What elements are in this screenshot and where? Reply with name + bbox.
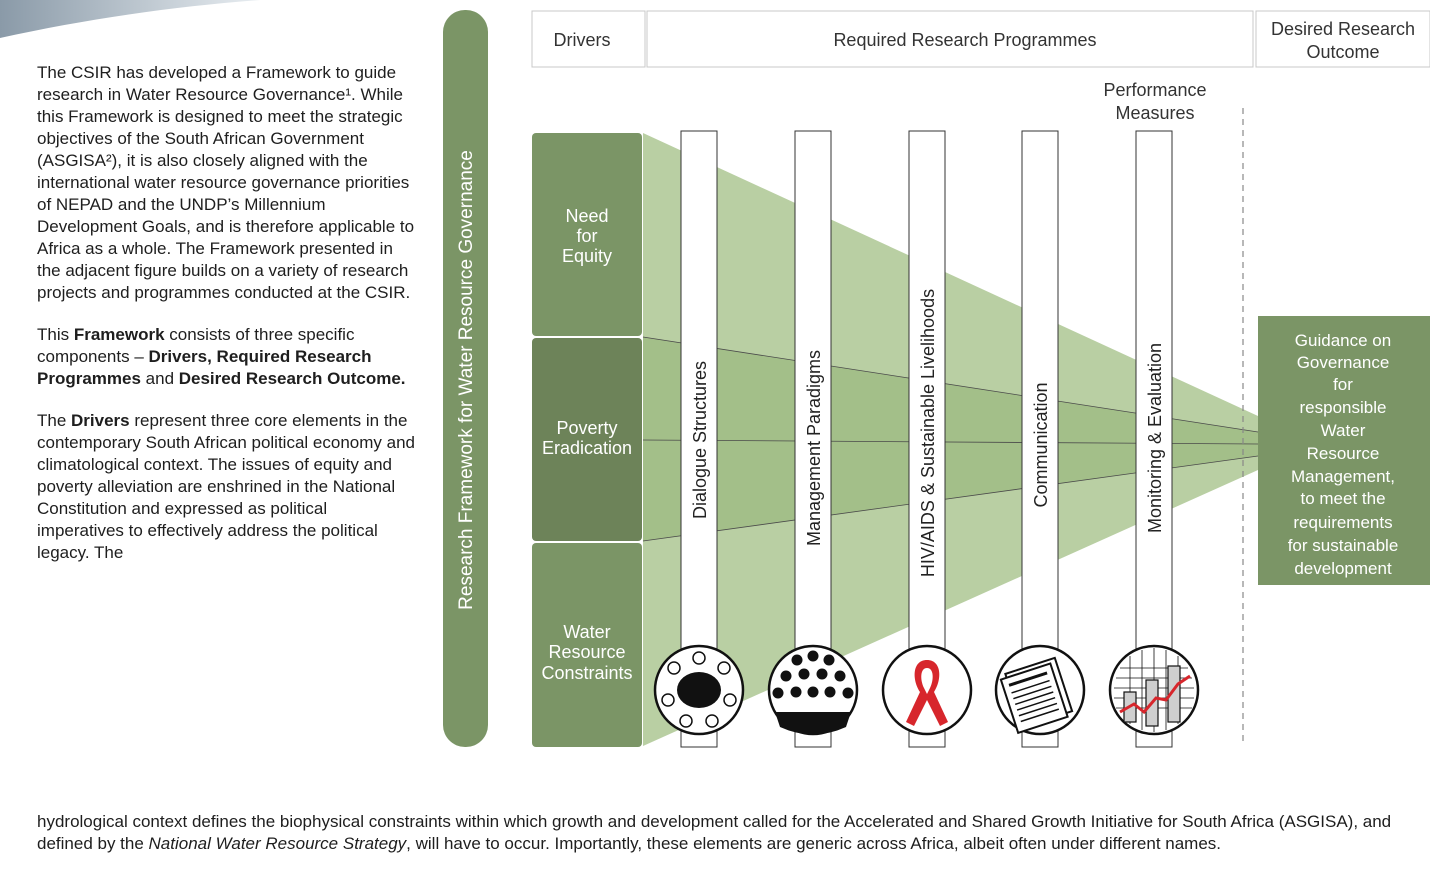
driver-label: Eradication (542, 438, 632, 458)
intro-text-column: The CSIR has developed a Framework to gu… (37, 62, 417, 584)
outcome-line: for sustainable (1288, 536, 1399, 555)
programme-hiv-aids-livelihoods: HIV/AIDS & Sustainable Livelihoods (908, 130, 946, 748)
outcome-line: Governance (1297, 353, 1390, 372)
continuation-paragraph: hydrological context defines the biophys… (37, 812, 1392, 853)
outcome-line: development (1294, 559, 1392, 578)
outcome-line: Water (1321, 421, 1366, 440)
driver-need-for-equity: Need for Equity (532, 133, 642, 336)
outcome-line: Guidance on (1295, 331, 1391, 350)
programme-label: Communication (1031, 382, 1051, 507)
programmes-header-box (646, 10, 1254, 68)
programme-communication: Communication (1021, 130, 1059, 748)
driver-label: for (576, 226, 597, 246)
outcome-header-line1: Desired Research (1271, 19, 1415, 39)
red-ribbon-icon (881, 644, 973, 736)
driver-label: Water (563, 622, 610, 642)
driver-water-resource-constraints: Water Resource Constraints (532, 543, 642, 747)
programme-label: Dialogue Structures (690, 361, 710, 519)
drivers-header-box (531, 10, 646, 68)
programme-label: HIV/AIDS & Sustainable Livelihoods (918, 289, 938, 577)
programme-management-paradigms: Management Paradigms (794, 130, 832, 748)
vertical-title-bar (443, 10, 488, 747)
driver-label: Poverty (556, 418, 617, 438)
outcome-line: Resource (1307, 444, 1380, 463)
outcome-box: Guidance on Governance for responsible W… (1258, 316, 1430, 585)
intro-paragraph: The CSIR has developed a Framework to gu… (37, 63, 415, 302)
driver-poverty-eradication: Poverty Eradication (532, 338, 642, 541)
outcome-line: Management, (1291, 467, 1395, 486)
outcome-line: for (1333, 375, 1353, 394)
driver-label: Resource (548, 642, 625, 662)
outcome-line: responsible (1300, 398, 1387, 417)
performance-measures-line1: Performance (1103, 80, 1206, 100)
drivers-paragraph: The Drivers represent three core element… (37, 411, 415, 562)
outcome-line: to meet the (1300, 489, 1385, 508)
performance-measures-line2: Measures (1115, 103, 1194, 123)
bar-chart-icon (1108, 644, 1200, 736)
programme-label: Management Paradigms (804, 350, 824, 546)
driver-label: Constraints (541, 663, 632, 683)
programme-monitoring-evaluation: Monitoring & Evaluation (1135, 130, 1173, 748)
outcome-header-line2: Outcome (1306, 42, 1379, 62)
programme-dialogue-structures: Dialogue Structures (680, 130, 718, 748)
vertical-title: Research Framework for Water Resource Go… (456, 150, 477, 610)
programmes-header: Required Research Programmes (833, 30, 1096, 50)
dots-crowd-icon (767, 644, 859, 736)
newspaper-icon (994, 644, 1086, 736)
outcome-header-box (1255, 10, 1430, 68)
drivers-header: Drivers (554, 30, 611, 50)
header-swoosh-decoration (0, 0, 260, 38)
outcome-line: requirements (1293, 513, 1392, 532)
programme-label: Monitoring & Evaluation (1145, 343, 1165, 533)
driver-label: Equity (562, 246, 612, 266)
framework-paragraph: This Framework consists of three specifi… (37, 325, 406, 388)
driver-label: Need (565, 206, 608, 226)
people-meeting-icon (653, 644, 745, 736)
